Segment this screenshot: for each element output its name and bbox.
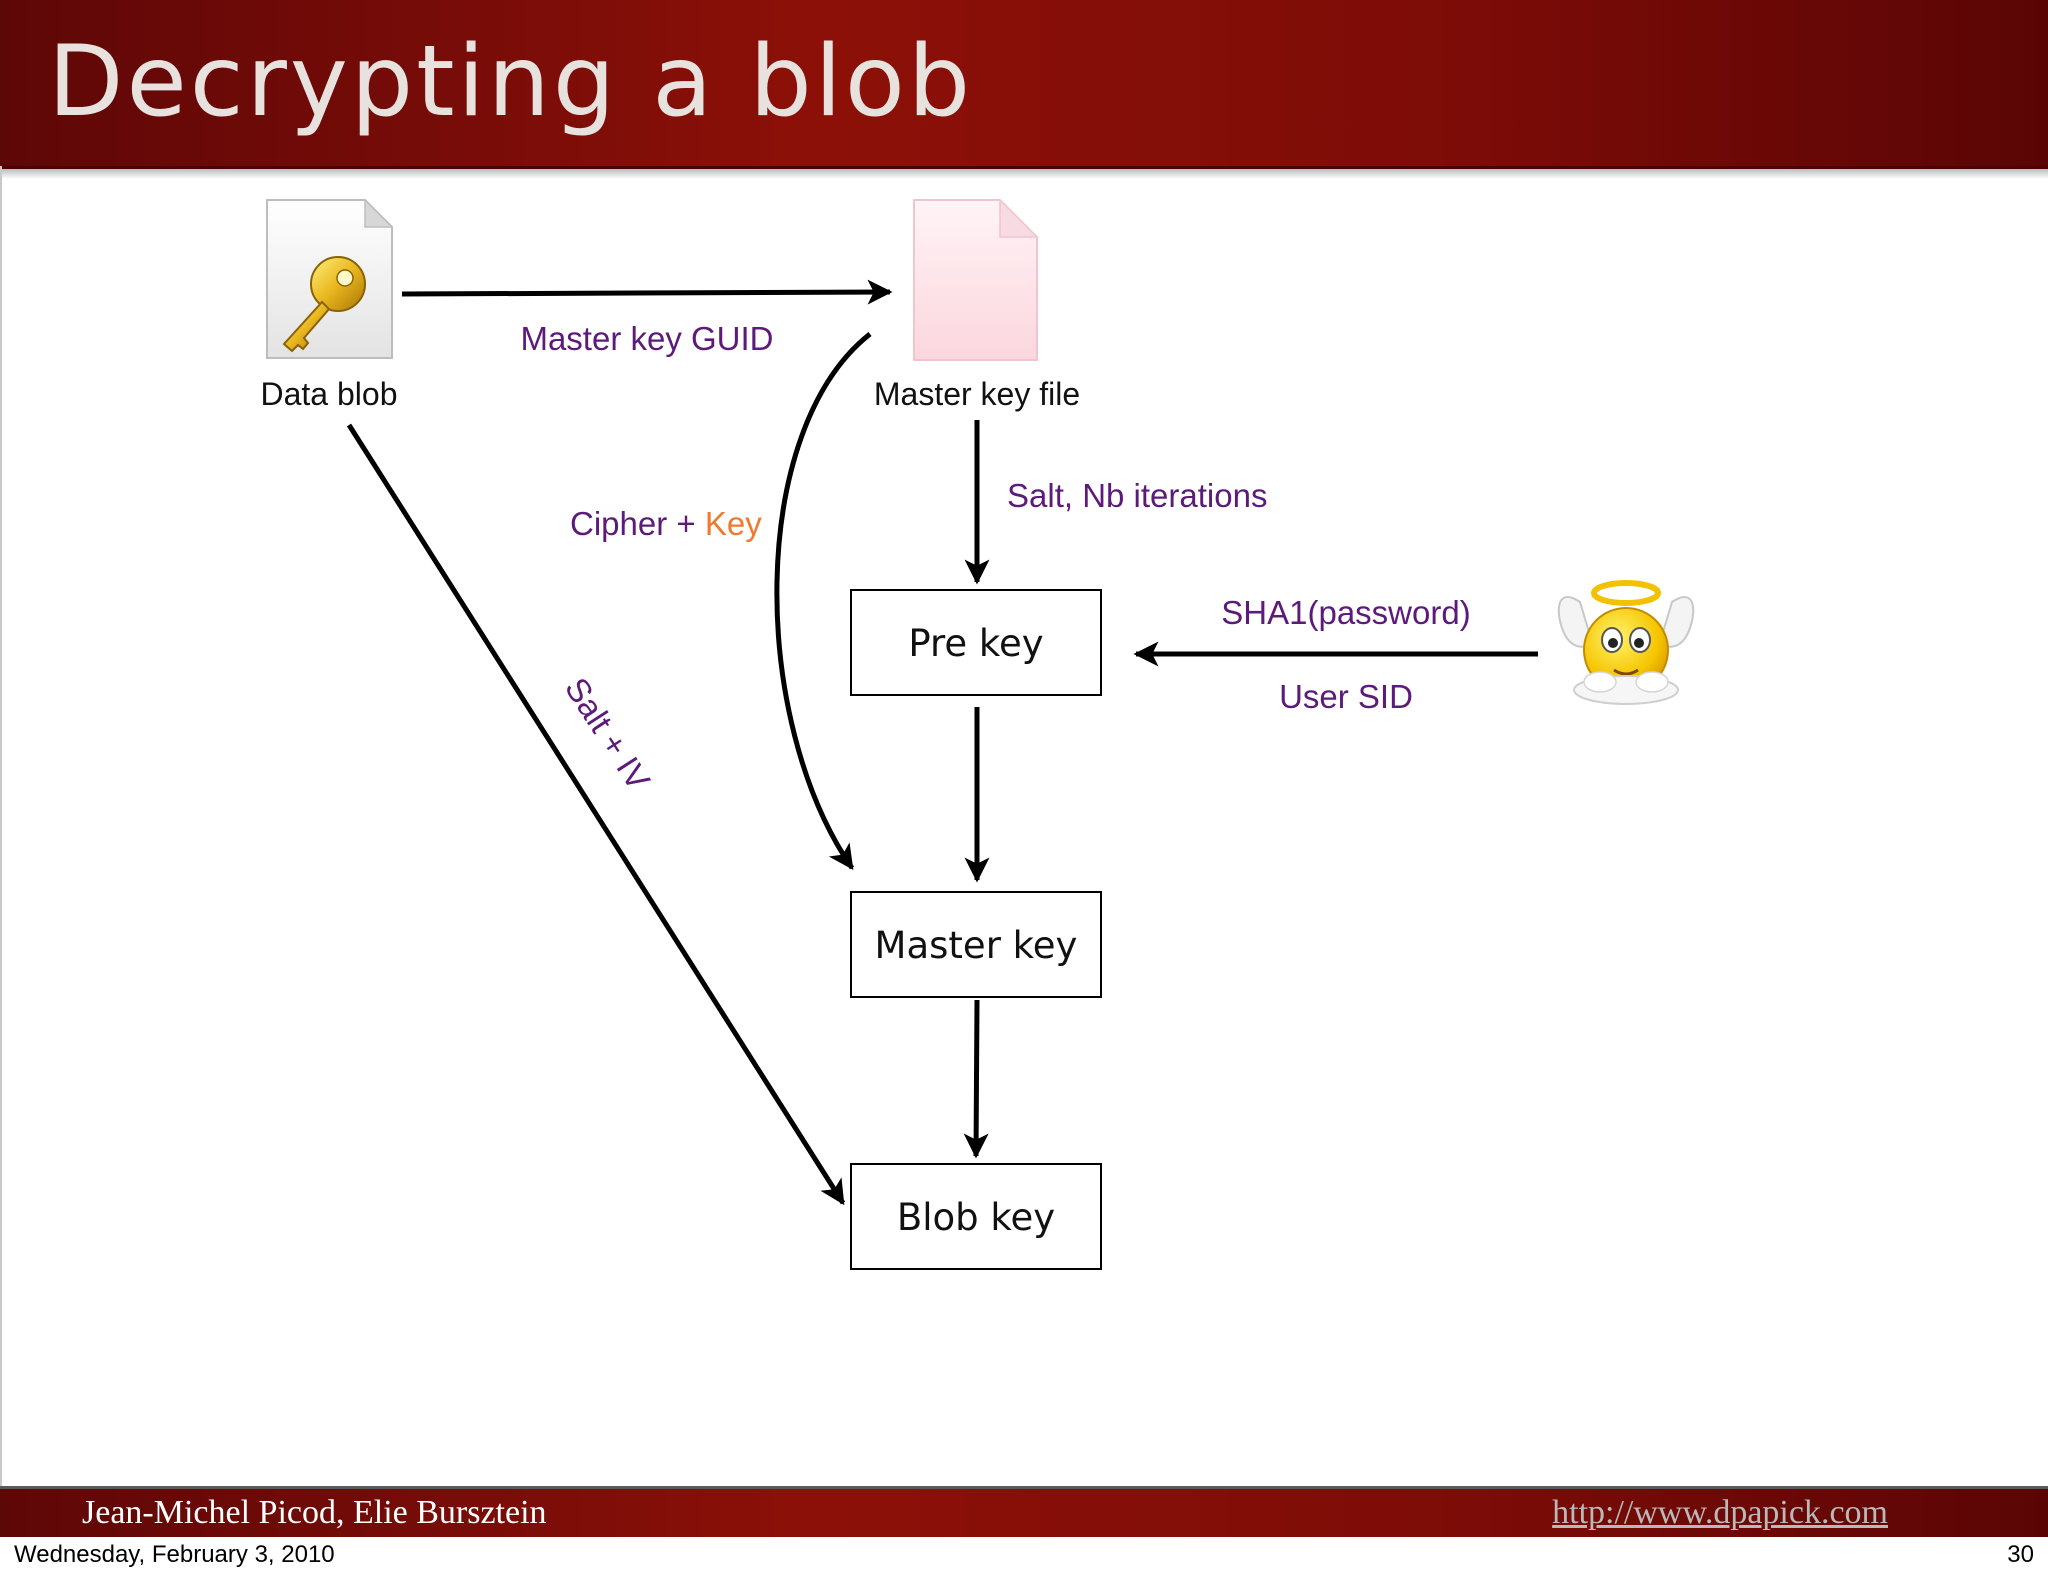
date-text: Wednesday, February 3, 2010 xyxy=(14,1541,335,1568)
page-number: 30 xyxy=(2007,1541,2034,1568)
master-key-guid-label: Master key GUID xyxy=(520,320,773,357)
angel-smiley-icon xyxy=(1557,580,1695,705)
cipher-key-label: Cipher + Key xyxy=(570,505,762,542)
salt-nb-iterations-label: Salt, Nb iterations xyxy=(1007,477,1267,514)
pink-document-icon xyxy=(913,198,1039,361)
blob-key-box: Blob key xyxy=(850,1163,1102,1270)
footer-url-link[interactable]: http://www.dpapick.com xyxy=(1552,1494,1888,1531)
key-label: Key xyxy=(705,505,762,542)
user-sid-label: User SID xyxy=(1279,678,1413,715)
arrow-blob-to-masterkeyfile xyxy=(401,279,893,305)
bottom-info-bar: Wednesday, February 3, 2010 30 xyxy=(0,1537,2048,1576)
master-key-file-label: Master key file xyxy=(874,376,1080,412)
key-document-icon xyxy=(266,198,394,359)
master-key-label: Master key xyxy=(875,924,1078,967)
arrow-masterkey-to-blobkey xyxy=(963,999,989,1159)
master-key-box: Master key xyxy=(850,891,1102,998)
footer-authors: Jean-Michel Picod, Elie Bursztein xyxy=(82,1494,547,1531)
data-blob-label: Data blob xyxy=(261,376,398,412)
arrow-cipher-key xyxy=(774,332,872,871)
slide-title: Decrypting a blob xyxy=(48,25,974,139)
arrow-blob-to-blobkey xyxy=(346,423,846,1206)
pre-key-label: Pre key xyxy=(908,622,1043,665)
cipher-label: Cipher + xyxy=(570,505,705,542)
slide-frame xyxy=(0,166,2048,1488)
title-bar: Decrypting a blob xyxy=(0,0,2048,169)
footer-bar: Jean-Michel Picod, Elie Bursztein http:/… xyxy=(0,1486,2048,1537)
sha1-password-label: SHA1(password) xyxy=(1221,594,1470,631)
header-shadow xyxy=(0,169,2048,179)
blob-key-label: Blob key xyxy=(897,1196,1055,1239)
pre-key-box: Pre key xyxy=(850,589,1102,696)
